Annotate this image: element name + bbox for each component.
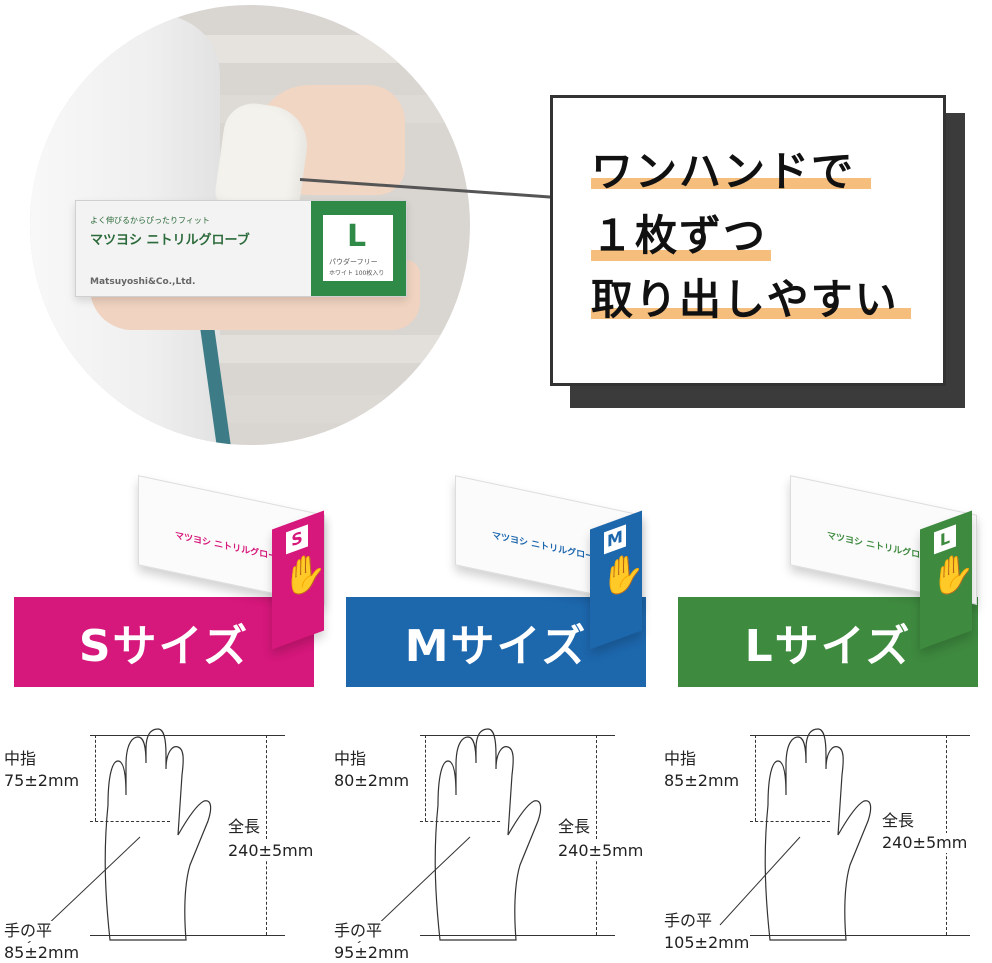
product-photo: よく伸びるからぴったりフィット マツヨシ ニトリルグローブ Matsuyoshi… — [30, 5, 470, 445]
palm-label: 手の平 — [334, 921, 383, 941]
total-label: 全長 — [228, 817, 261, 837]
box-count: ホワイト 100枚入り — [329, 270, 385, 277]
banner-s: Sサイズ — [14, 597, 314, 687]
diagram-s: 中指 75±2mm 全長 240±5mm 手の平 85±2mm — [0, 725, 330, 963]
box-tagline: よく伸びるからぴったりフィット — [90, 216, 210, 225]
middle-value: 75±2mm — [4, 771, 80, 790]
product-letter-l: L — [934, 524, 956, 555]
callout-line-3: 取り出しやすい — [591, 275, 899, 324]
palm-value: 95±2mm — [334, 943, 410, 963]
middle-value: 85±2mm — [664, 771, 740, 790]
middle-label: 中指 — [664, 749, 697, 768]
product-side-l: L ✋ — [920, 510, 975, 650]
glove-box: よく伸びるからぴったりフィット マツヨシ ニトリルグローブ Matsuyoshi… — [75, 200, 407, 297]
product-name-s: マツヨシ ニトリルグローブ — [175, 530, 286, 565]
box-product-name: マツヨシ ニトリルグローブ — [90, 233, 250, 248]
product-side-s: S ✋ — [272, 510, 327, 650]
middle-value: 80±2mm — [334, 771, 410, 790]
hand-icon: ✋ — [282, 546, 327, 604]
total-label: 全長 — [882, 811, 915, 831]
total-label: 全長 — [558, 817, 591, 837]
callout-line-1: ワンハンドで — [591, 147, 856, 196]
box-powder: パウダーフリー — [329, 258, 378, 266]
callout-line-2: １枚ずつ — [591, 211, 768, 260]
diagram-l: 中指 85±2mm 全長 240±5mm 手の平 105±2mm — [660, 725, 990, 963]
callout-box: ワンハンドで １枚ずつ 取り出しやすい — [550, 95, 946, 386]
total-value: 240±5mm — [558, 841, 644, 861]
highlight — [591, 178, 871, 189]
palm-value: 105±2mm — [664, 933, 750, 953]
product-letter-m: M — [604, 524, 626, 555]
box-size: L — [347, 219, 367, 254]
total-value: 240±5mm — [882, 833, 968, 853]
hand-icon: ✋ — [600, 546, 645, 604]
middle-label: 中指 — [4, 749, 37, 768]
product-side-m: M ✋ — [590, 510, 645, 650]
palm-label: 手の平 — [4, 921, 53, 941]
palm-value: 85±2mm — [4, 943, 80, 963]
box-company: Matsuyoshi&Co.,Ltd. — [90, 277, 196, 287]
glove-outline-icon — [719, 728, 872, 941]
hand-icon: ✋ — [930, 546, 975, 604]
middle-label: 中指 — [334, 749, 367, 768]
total-value: 240±5mm — [228, 841, 314, 861]
product-letter-s: S — [286, 524, 308, 555]
diagram-m: 中指 80±2mm 全長 240±5mm 手の平 95±2mm — [330, 725, 660, 963]
product-name-m: マツヨシ ニトリルグローブ — [492, 530, 603, 565]
palm-label: 手の平 — [664, 911, 713, 931]
